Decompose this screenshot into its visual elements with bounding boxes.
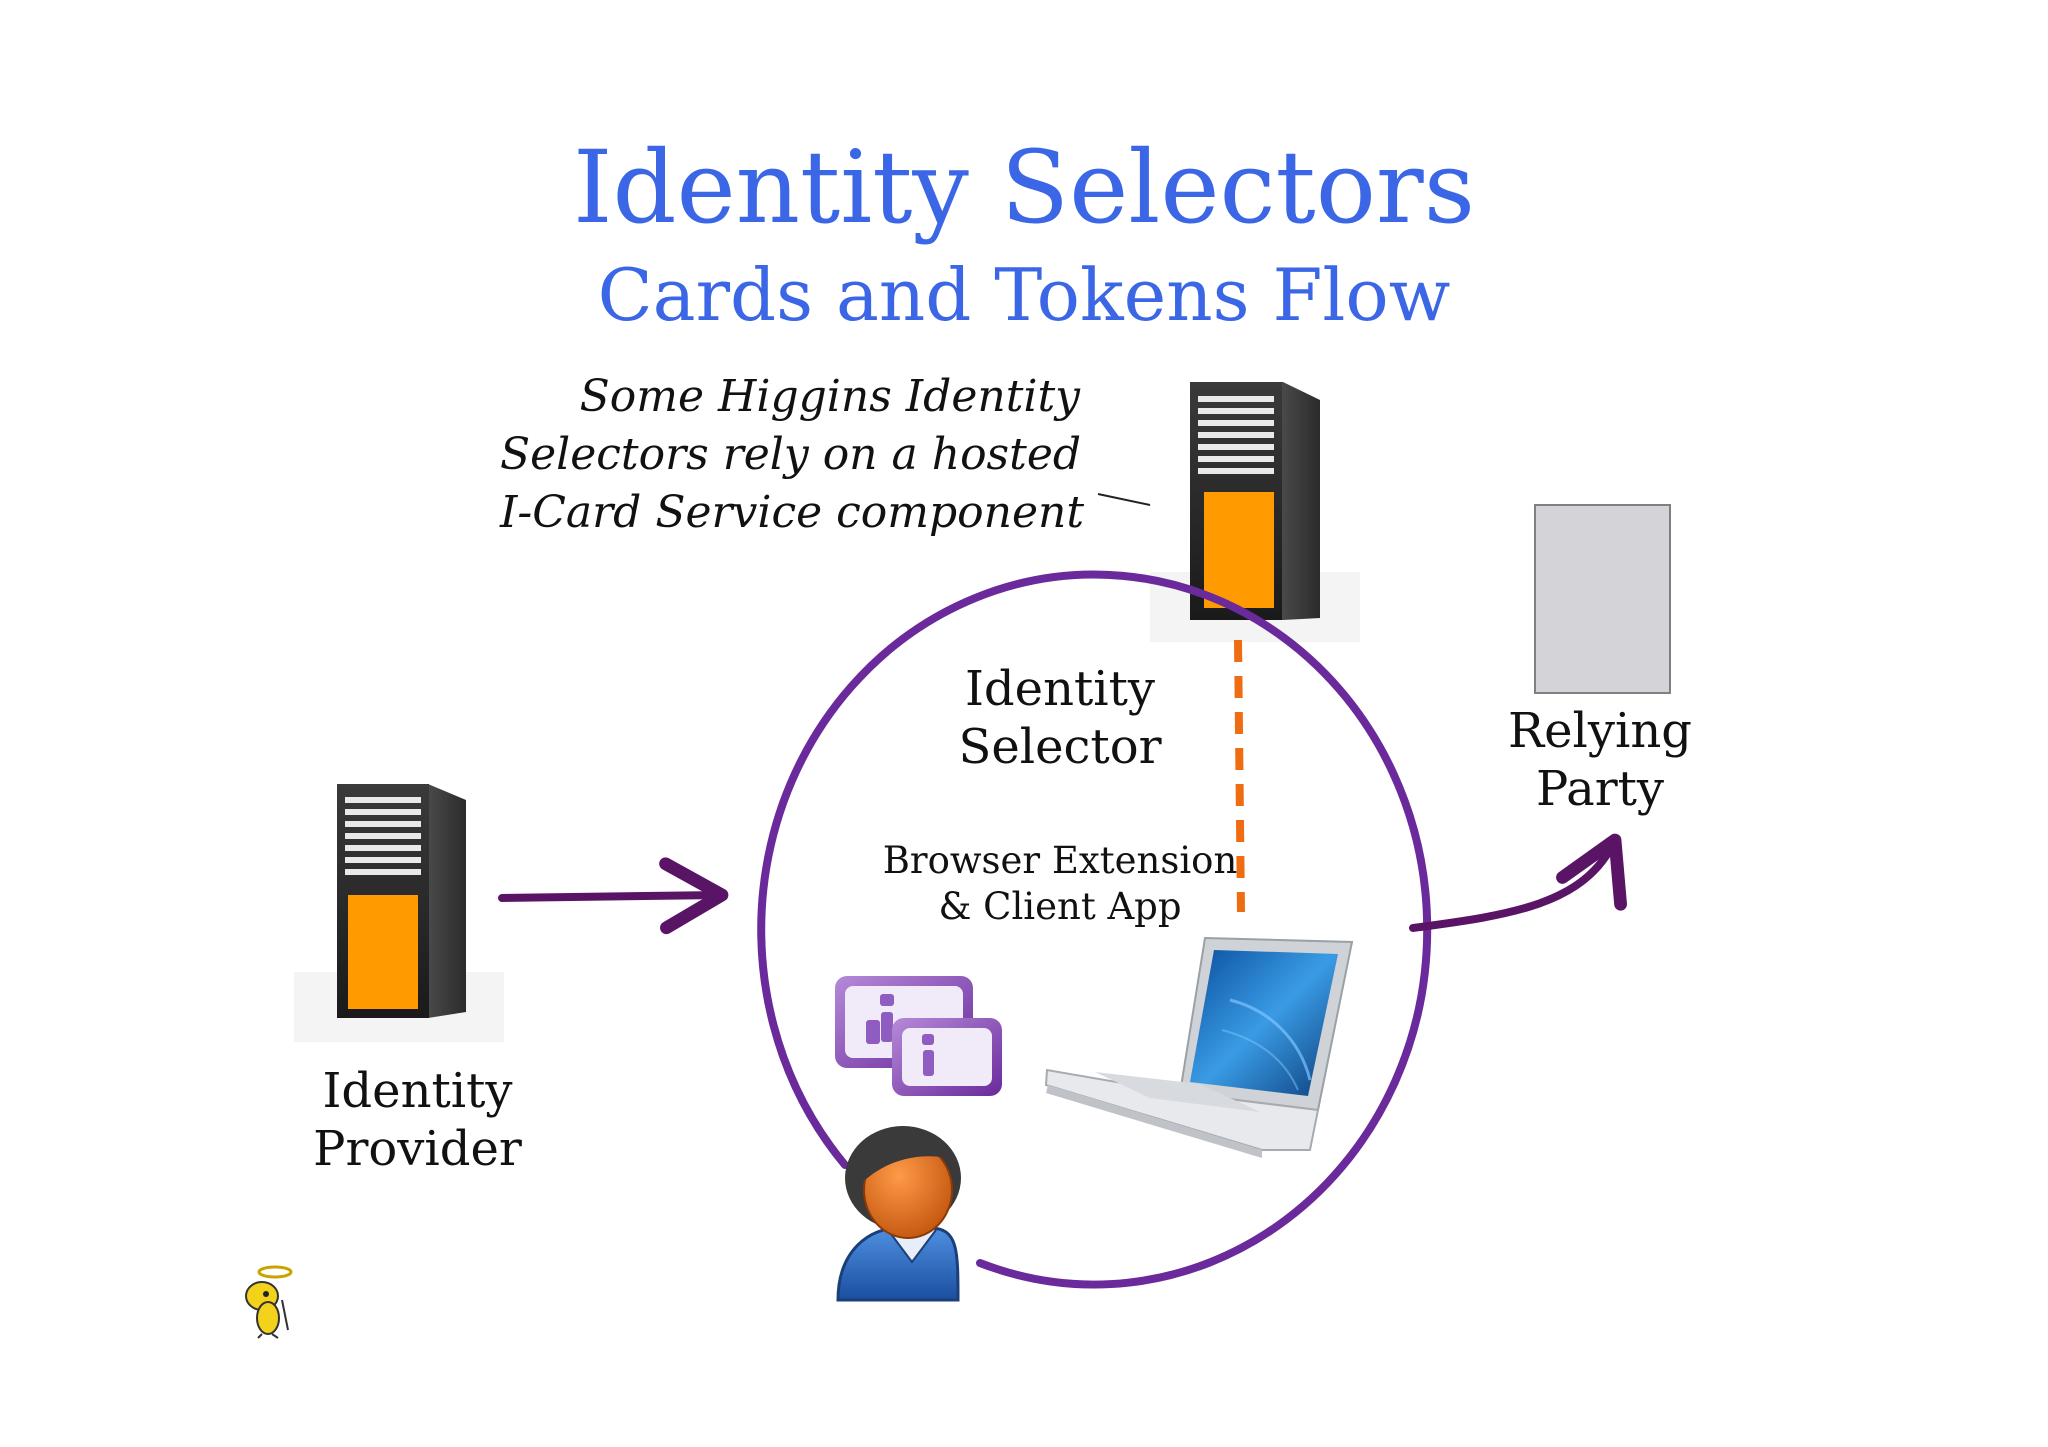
hosted-service-dashed-line: [1234, 639, 1245, 913]
relying-party-line: Relying: [1507, 703, 1692, 759]
identity-provider-line: Identity: [322, 1063, 513, 1119]
relying-party-label: Relying Party: [1480, 702, 1720, 818]
page-subtitle: Cards and Tokens Flow: [597, 253, 1451, 337]
note-line: Some Higgins Identity: [579, 371, 1080, 422]
identity-selector-circle: [757, 570, 1432, 1289]
identity-selector-label: Identity Selector: [940, 660, 1180, 776]
identity-selector-line: Identity: [964, 661, 1156, 717]
identity-provider-line: Provider: [313, 1121, 522, 1177]
laptop-icon: [1044, 936, 1354, 1158]
relying-party-page-icon: [1534, 504, 1671, 694]
page-title: Identity Selectors: [572, 129, 1476, 246]
selector-to-relying-party-arrow: [1409, 833, 1627, 932]
browser-extension-line: Browser Extension: [882, 839, 1238, 882]
higgins-mascot-icon: [245, 1265, 293, 1339]
identity-provider-server-icon: [294, 784, 504, 1042]
identity-selector-line: Selector: [958, 719, 1162, 775]
user-icon: [836, 1126, 961, 1302]
hosted-service-note: Some Higgins Identity Selectors rely on …: [500, 368, 1085, 542]
identity-provider-label: Identity Provider: [300, 1062, 535, 1178]
hosted-server-icon: [1150, 382, 1360, 642]
note-line: Selectors rely on a hosted: [500, 429, 1082, 480]
provider-to-selector-arrow: [498, 857, 729, 935]
relying-party-line: Party: [1535, 761, 1665, 817]
note-pointer-line: [1097, 493, 1151, 506]
note-line: I-Card Service component: [500, 487, 1085, 538]
browser-extension-line: & Client App: [938, 885, 1182, 928]
browser-extension-label: Browser Extension & Client App: [880, 838, 1240, 930]
i-cards-icon: [835, 976, 1002, 1096]
